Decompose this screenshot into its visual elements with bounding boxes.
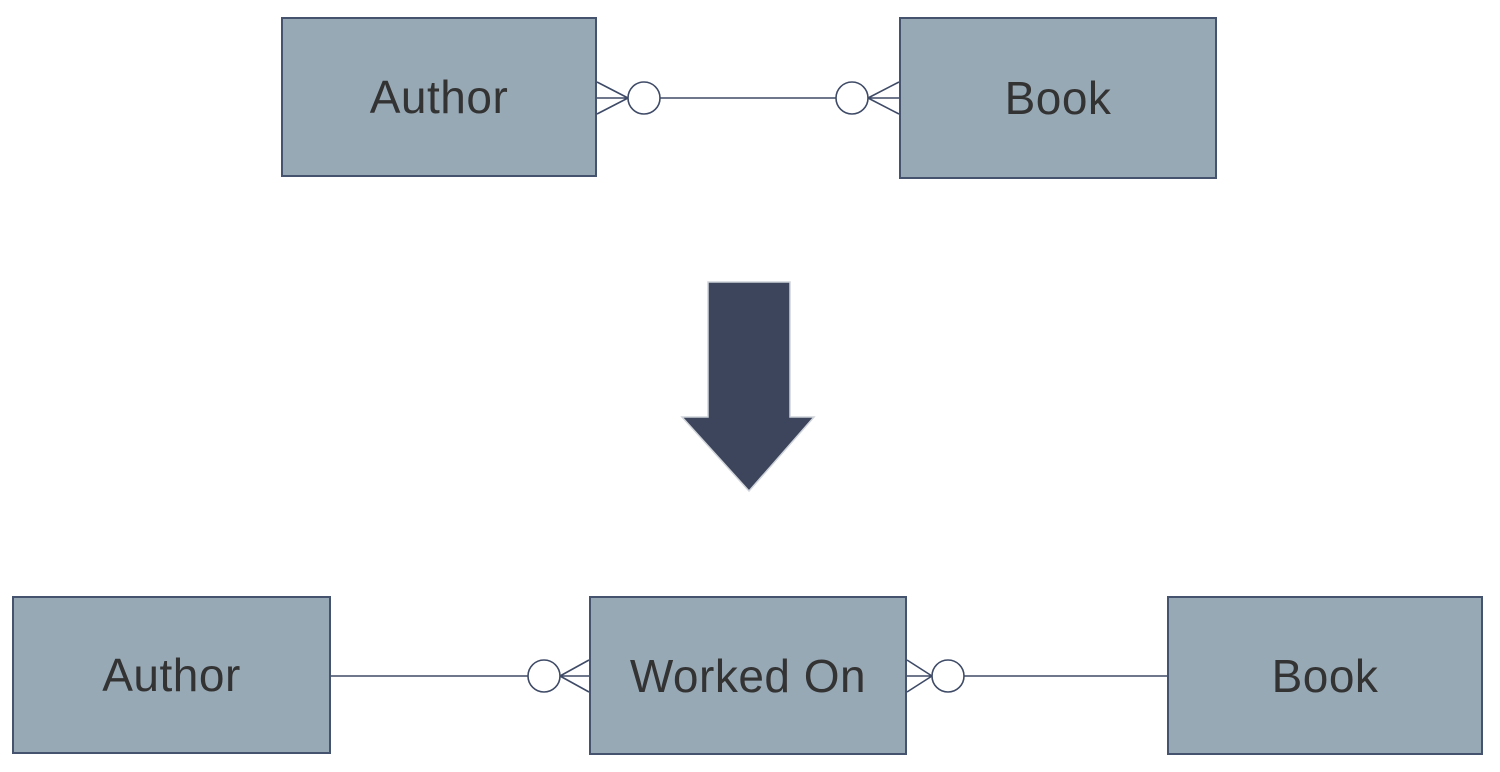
entity-label: Book	[1004, 72, 1112, 124]
optionality-circle-icon	[835, 81, 869, 115]
crow-foot-icon	[596, 81, 629, 115]
entity-book-before: Book	[899, 17, 1217, 179]
optionality-circle-icon	[527, 659, 561, 693]
entity-label: Book	[1271, 649, 1379, 702]
workedon-book-connector	[906, 659, 1167, 693]
entity-author-after: Author	[12, 596, 331, 754]
author-workedon-connector	[331, 659, 590, 693]
transform-down-arrow-icon	[680, 281, 816, 493]
crow-foot-icon	[559, 659, 590, 693]
entity-label: Author	[369, 71, 509, 123]
optionality-circle-icon	[931, 659, 965, 693]
entity-book-after: Book	[1167, 596, 1483, 755]
down-arrow-shape	[680, 281, 816, 493]
entity-label: Author	[102, 649, 241, 701]
entity-worked-on: Worked On	[589, 596, 907, 755]
many-to-many-connector	[596, 81, 900, 115]
crow-foot-icon	[906, 659, 933, 693]
entity-label: Worked On	[629, 649, 867, 702]
entity-author-before: Author	[281, 17, 597, 177]
crow-foot-icon	[867, 81, 900, 115]
optionality-circle-icon	[627, 81, 661, 115]
